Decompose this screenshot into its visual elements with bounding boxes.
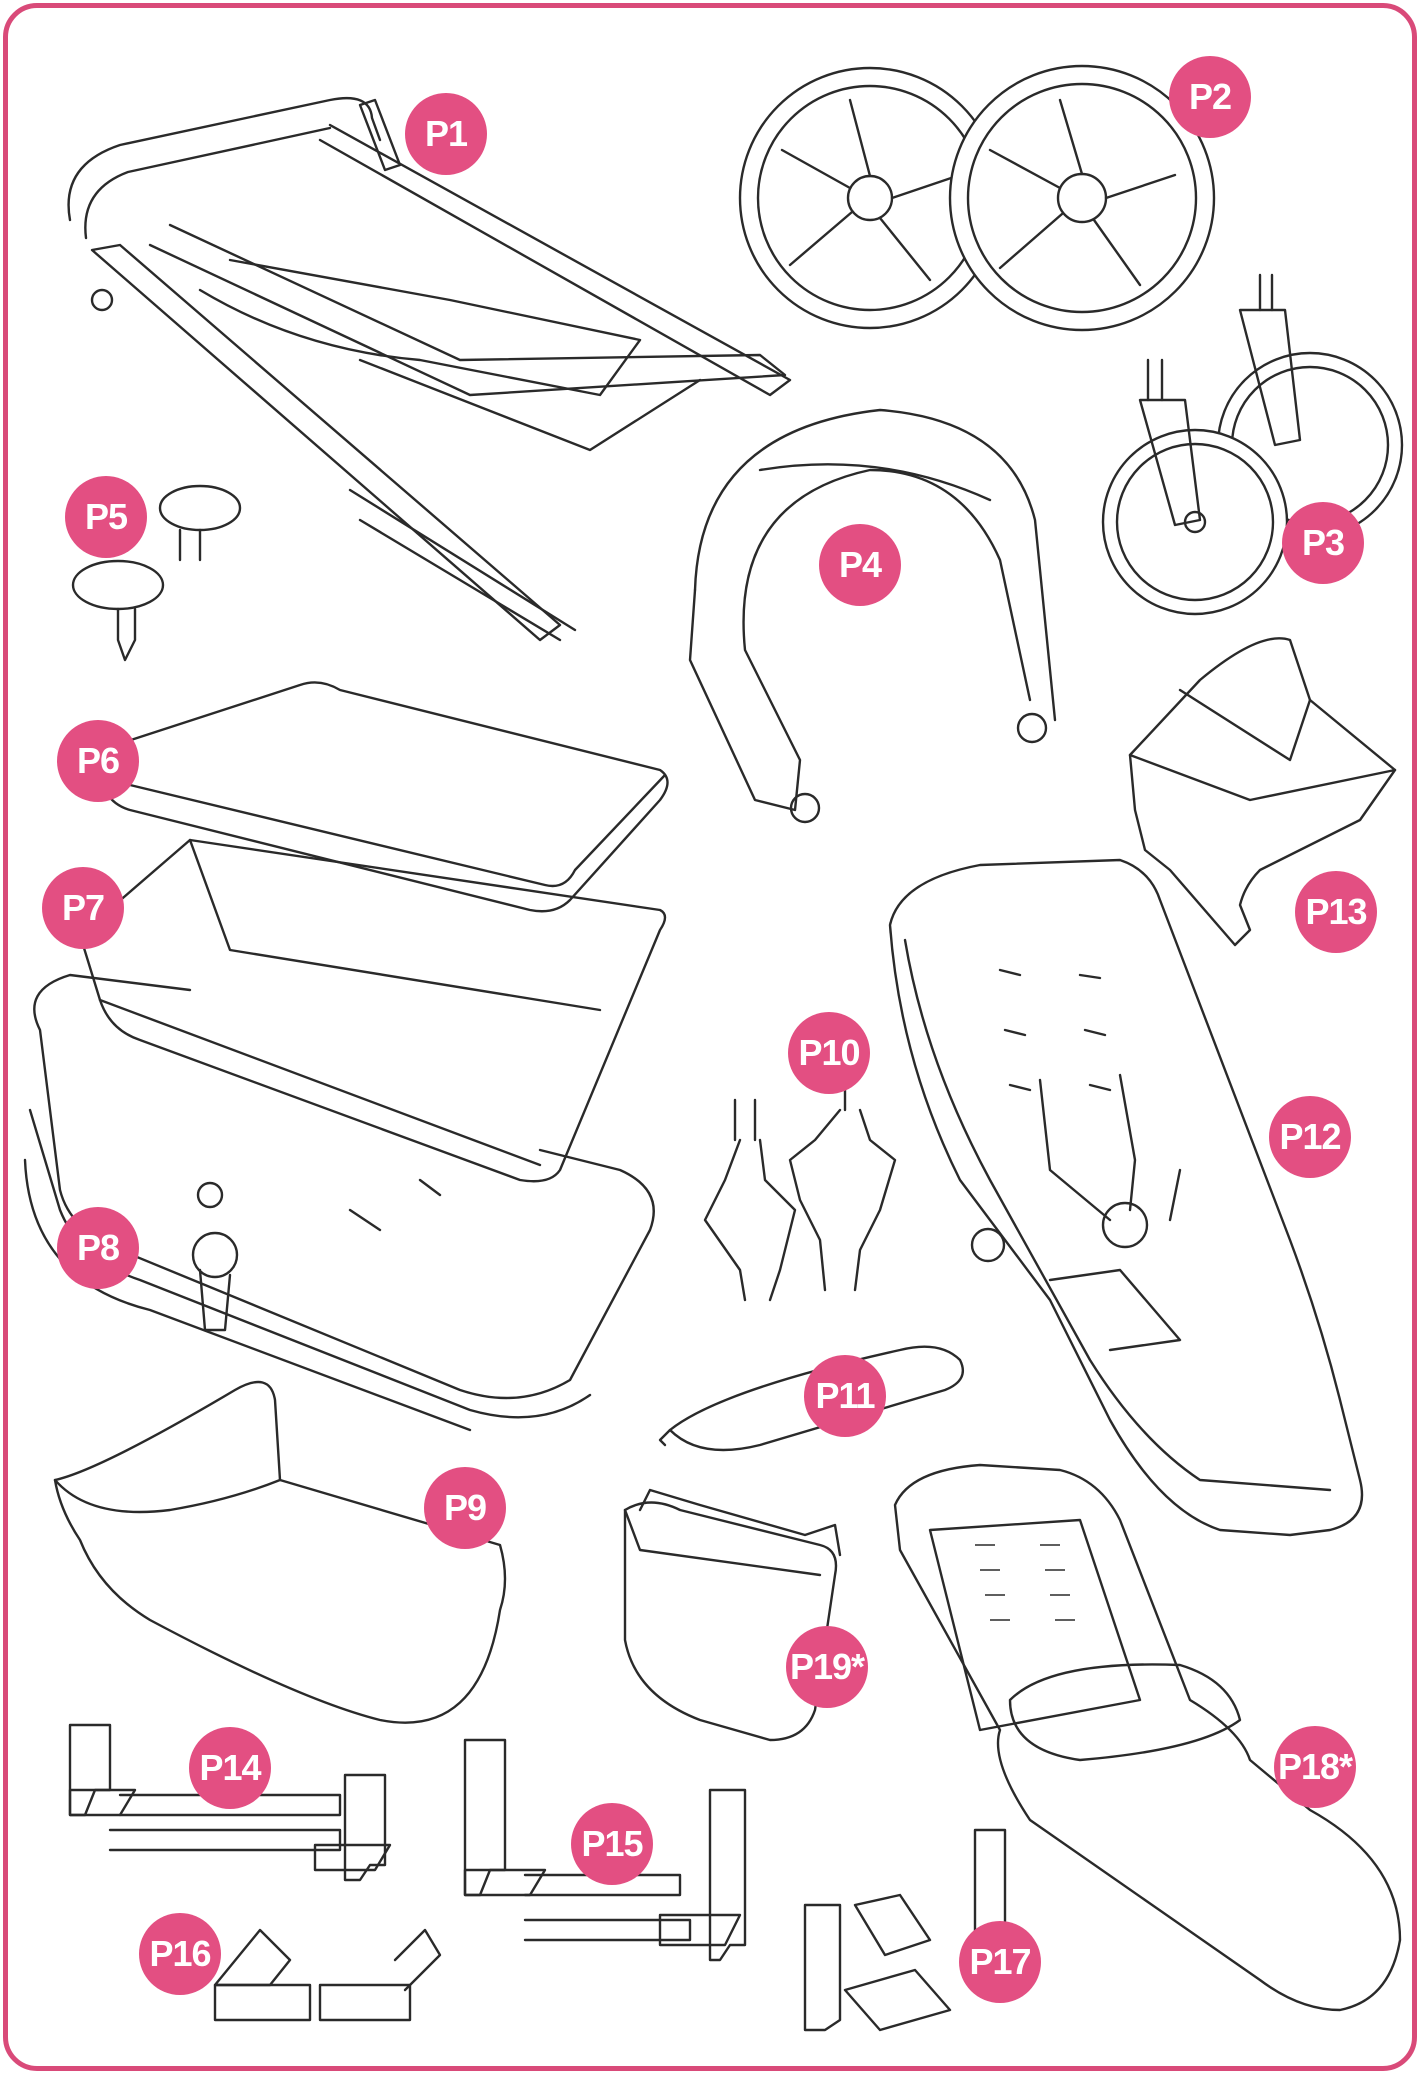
bassinet-cover-drawing — [98, 681, 669, 913]
part-label-p17: P17 — [959, 1921, 1041, 2003]
part-label-p11: P11 — [804, 1355, 886, 1437]
canopy-drawing — [688, 408, 1057, 824]
bassinet-frame-drawing — [23, 973, 655, 1432]
part-label-p19: P19* — [786, 1626, 868, 1708]
toddler-seat-drawing — [888, 858, 1364, 1537]
adapter-p14-drawing — [68, 1723, 392, 1882]
fabric-cover-drawing — [1128, 637, 1397, 947]
rear-wheels-drawing — [738, 64, 1216, 332]
part-label-p14: P14 — [189, 1727, 271, 1809]
part-label-p16: P16 — [139, 1913, 221, 1995]
part-label-p18: P18* — [1274, 1726, 1356, 1808]
diagram-border — [3, 3, 1417, 2071]
part-label-p13: P13 — [1295, 871, 1377, 953]
adapters-drawing — [71, 484, 242, 662]
storage-bag-drawing — [623, 1488, 842, 1742]
bassinet-insert-drawing — [78, 838, 667, 1183]
part-label-p1: P1 — [405, 93, 487, 175]
part-label-p8: P8 — [57, 1207, 139, 1289]
part-label-p4: P4 — [819, 524, 901, 606]
part-label-p7: P7 — [42, 867, 124, 949]
part-label-p3: P3 — [1282, 502, 1364, 584]
harness-drawing — [703, 1078, 897, 1302]
part-label-p2: P2 — [1169, 56, 1251, 138]
adapter-p16-drawing — [213, 1928, 442, 2022]
part-label-p5: P5 — [65, 476, 147, 558]
part-label-p10: P10 — [788, 1012, 870, 1094]
apron-drawing — [53, 1380, 507, 1724]
seat-liner-drawing — [893, 1463, 1402, 2012]
part-label-p6: P6 — [57, 720, 139, 802]
stroller-frame-drawing — [67, 96, 792, 642]
bumper-bar-drawing — [658, 1345, 965, 1452]
part-label-p15: P15 — [571, 1803, 653, 1885]
part-label-p9: P9 — [424, 1467, 506, 1549]
part-label-p12: P12 — [1269, 1096, 1351, 1178]
